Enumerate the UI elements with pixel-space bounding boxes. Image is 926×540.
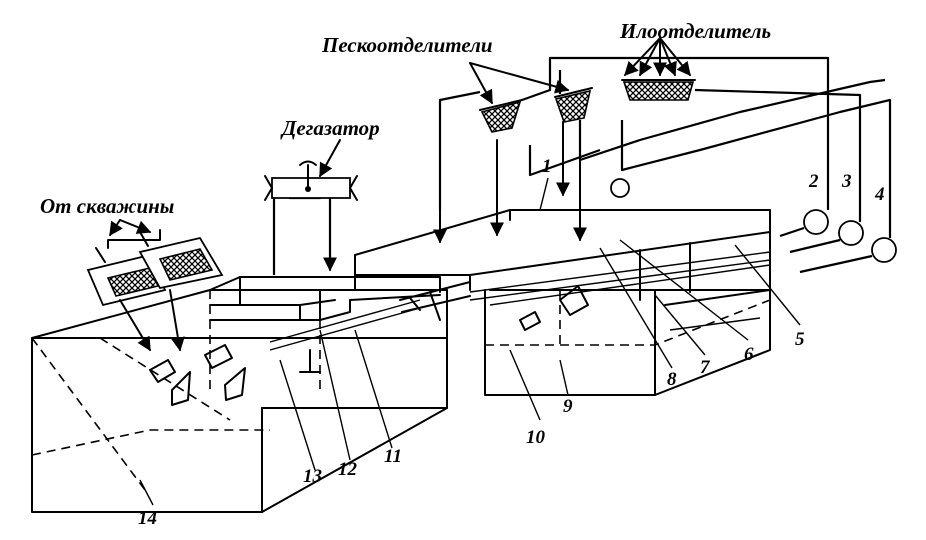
callout-9: 9 (563, 396, 573, 417)
callout-7: 7 (700, 357, 711, 378)
degasser-label: Дегазатор (280, 116, 380, 140)
inner-compartment (209, 276, 441, 373)
silt-separator-cones (621, 79, 696, 101)
sand-separators-label: Пескоотделители (321, 33, 493, 57)
shale-shakers (86, 229, 224, 307)
leader-lines (139, 177, 801, 506)
sand-separator-cones (479, 87, 593, 133)
callout-5: 5 (795, 329, 805, 350)
callout-4: 4 (874, 184, 885, 205)
left-receiving-tank (31, 289, 448, 513)
right-main-tank (354, 209, 771, 396)
agitators (149, 285, 589, 406)
callout-1: 1 (542, 156, 552, 177)
degasser-unit (264, 160, 358, 201)
callout-3: 3 (841, 171, 852, 192)
callout-2: 2 (808, 171, 819, 192)
callout-8: 8 (667, 369, 677, 390)
callout-13: 13 (303, 466, 322, 487)
callout-6: 6 (744, 344, 754, 365)
silt-separator-label: Илоотделитель (619, 19, 771, 43)
callout-10: 10 (526, 427, 546, 448)
from-well-label: От скважины (40, 194, 174, 218)
callout-11: 11 (384, 446, 402, 467)
callout-14: 14 (138, 508, 157, 529)
callout-12: 12 (338, 459, 358, 480)
pumps (610, 178, 897, 263)
launder-connector (399, 281, 471, 321)
flow-arrows (109, 37, 691, 352)
